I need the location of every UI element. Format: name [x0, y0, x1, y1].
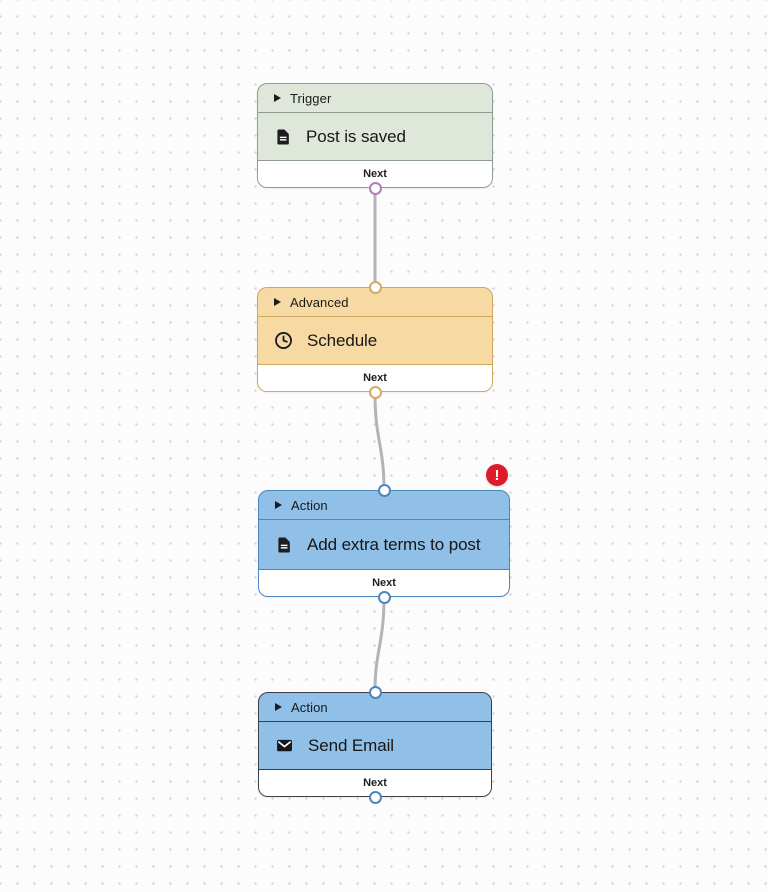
- email-icon: [274, 735, 295, 756]
- node-header[interactable]: Trigger: [258, 84, 492, 113]
- node-title: Schedule: [307, 330, 378, 350]
- port-trigger-output[interactable]: [368, 182, 382, 195]
- node-category-label: Action: [291, 699, 328, 715]
- node-header[interactable]: Action: [259, 693, 491, 722]
- node-header[interactable]: Advanced: [258, 288, 492, 317]
- document-icon: [273, 127, 293, 147]
- node-header[interactable]: Action: [259, 491, 509, 520]
- next-label: Next: [363, 372, 387, 384]
- node-category-label: Advanced: [290, 294, 349, 310]
- collapse-triangle-icon[interactable]: [274, 298, 281, 306]
- workflow-node-action-send-email[interactable]: Action Send Email Next: [258, 692, 492, 797]
- clock-icon: [273, 330, 294, 351]
- collapse-triangle-icon[interactable]: [274, 94, 281, 102]
- port-action2-input[interactable]: [368, 685, 382, 699]
- node-category-label: Action: [291, 497, 328, 513]
- node-body[interactable]: Schedule: [258, 317, 492, 364]
- port-action1-input[interactable]: [377, 483, 391, 497]
- port-action1-output[interactable]: [377, 590, 391, 604]
- document-icon: [274, 535, 294, 555]
- node-title: Add extra terms to post: [307, 534, 481, 554]
- workflow-node-advanced[interactable]: Advanced Schedule Next: [257, 287, 493, 392]
- node-category-label: Trigger: [290, 90, 332, 106]
- port-advanced-output[interactable]: [368, 386, 382, 399]
- edge-action1-to-action2: [373, 595, 386, 694]
- edge-advanced-to-action1: [373, 391, 386, 492]
- port-action2-output[interactable]: [368, 791, 382, 804]
- next-label: Next: [372, 577, 396, 589]
- collapse-triangle-icon[interactable]: [275, 501, 282, 509]
- node-body[interactable]: Send Email: [259, 722, 491, 769]
- port-advanced-input[interactable]: [368, 280, 382, 294]
- next-label: Next: [363, 168, 387, 180]
- node-title: Send Email: [308, 735, 394, 755]
- error-badge[interactable]: !: [486, 464, 508, 486]
- node-body[interactable]: Post is saved: [258, 113, 492, 160]
- workflow-node-action-add-terms[interactable]: Action Add extra terms to post Next: [258, 490, 510, 597]
- node-footer: Next: [258, 160, 492, 187]
- next-label: Next: [363, 777, 387, 789]
- collapse-triangle-icon[interactable]: [275, 703, 282, 711]
- node-body[interactable]: Add extra terms to post: [259, 520, 509, 569]
- workflow-node-trigger[interactable]: Trigger Post is saved Next: [257, 83, 493, 188]
- node-title: Post is saved: [306, 126, 406, 146]
